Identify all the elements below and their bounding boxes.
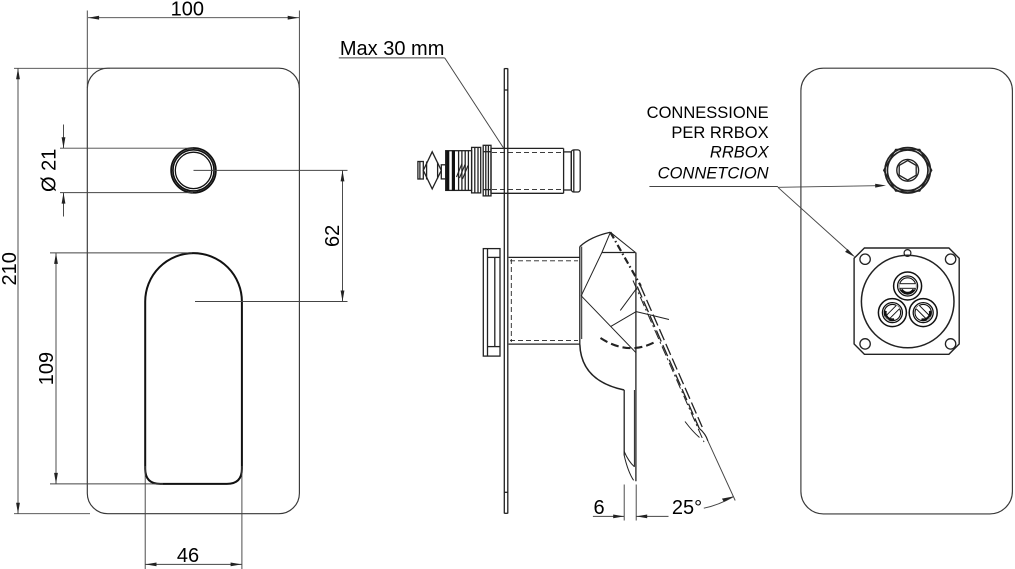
svg-text:CONNESSIONE: CONNESSIONE <box>647 104 769 122</box>
svg-text:Ø 21: Ø 21 <box>39 149 61 192</box>
svg-text:Max 30 mm: Max 30 mm <box>340 38 444 60</box>
svg-text:100: 100 <box>171 0 204 21</box>
svg-text:109: 109 <box>36 352 58 385</box>
svg-text:210: 210 <box>0 252 21 285</box>
svg-text:25°: 25° <box>672 497 702 519</box>
svg-text:62: 62 <box>322 225 344 247</box>
svg-text:6: 6 <box>593 497 604 519</box>
svg-text:CONNETCION: CONNETCION <box>658 165 769 183</box>
svg-text:PER RRBOX: PER RRBOX <box>671 124 768 142</box>
svg-text:46: 46 <box>177 545 199 567</box>
svg-text:RRBOX: RRBOX <box>710 144 770 162</box>
